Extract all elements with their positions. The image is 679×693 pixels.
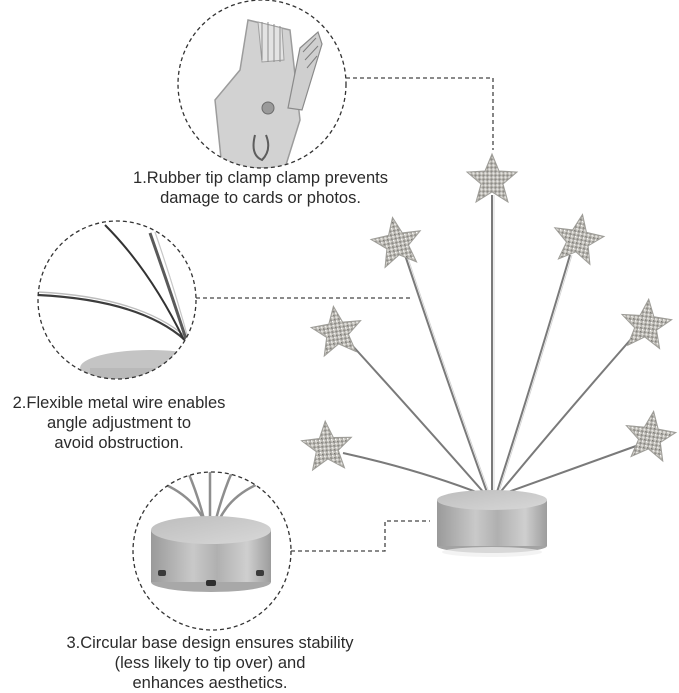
caption-line: 2.Flexible metal wire enables (12, 394, 226, 412)
clamp-closeup-image (178, 0, 346, 168)
base-detail-circle (132, 471, 292, 631)
star-top-center (465, 152, 519, 204)
connector-line-3 (291, 520, 430, 552)
caption-line: angle adjustment to (46, 414, 191, 432)
caption-line: 1.Rubber tip clamp clamp prevents (133, 169, 388, 187)
base-closeup-image (133, 472, 291, 630)
dashed-circle-outline (177, 0, 347, 169)
caption-line: avoid obstruction. (54, 434, 184, 452)
circular-base (437, 490, 547, 557)
star-photo-holder (300, 152, 678, 557)
feature-caption-1: 1.Rubber tip clamp clamp prevents damage… (108, 168, 413, 208)
wire-stems (342, 195, 637, 496)
caption-line: enhances aesthetics. (132, 674, 288, 692)
connector-line-1 (346, 77, 494, 150)
star-lower-right (625, 409, 678, 463)
wire-detail-circle (37, 220, 197, 380)
caption-line: 3.Circular base design ensures stability (66, 634, 354, 652)
star-middle-right (620, 297, 674, 350)
dashed-circle-outline (37, 220, 197, 380)
caption-line: damage to cards or photos. (160, 189, 361, 207)
star-upper-right (553, 213, 606, 266)
star-lower-left (300, 419, 353, 472)
feature-caption-2: 2.Flexible metal wire enables angle adju… (0, 393, 238, 453)
caption-line: (less likely to tip over) and (114, 654, 306, 672)
star-middle-left (309, 304, 362, 358)
feature-caption-3: 3.Circular base design ensures stability… (45, 633, 375, 693)
wire-closeup-image (38, 221, 196, 379)
star-upper-left (369, 216, 422, 269)
clamp-detail-circle (177, 0, 347, 169)
